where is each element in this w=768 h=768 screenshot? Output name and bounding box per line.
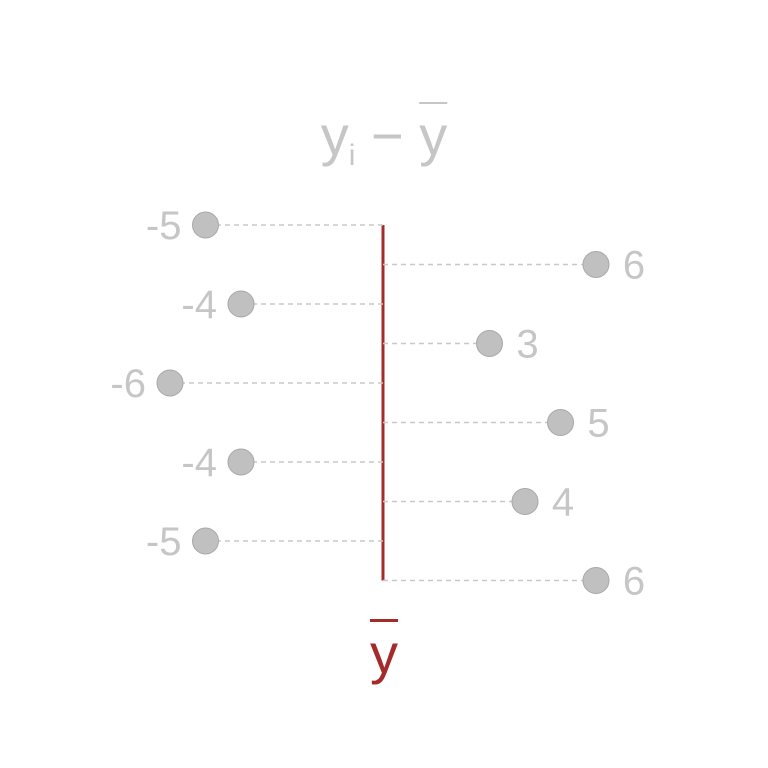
data-point: [582, 251, 610, 278]
data-point: [582, 567, 610, 594]
data-label: 4: [552, 481, 574, 525]
data-point: [156, 369, 184, 397]
mean-label: y: [370, 622, 398, 685]
title-y: y: [320, 104, 349, 167]
data-point: [227, 290, 255, 318]
data-point: [511, 488, 539, 515]
data-point: [192, 211, 219, 239]
data-label: 5: [587, 402, 609, 446]
data-label: -5: [146, 204, 182, 248]
data-label: 3: [516, 323, 538, 367]
data-point: [192, 527, 219, 555]
data-label: 6: [623, 244, 645, 288]
data-point: [476, 330, 503, 357]
data-label: 6: [623, 560, 645, 604]
data-label: -5: [146, 520, 182, 564]
title-minus: −: [370, 104, 404, 167]
chart-title: yi − y: [0, 108, 768, 171]
title-ybar: y: [419, 104, 448, 167]
data-point: [547, 409, 574, 436]
data-point: [227, 448, 255, 476]
data-label: -4: [181, 441, 217, 485]
data-label: -6: [110, 362, 146, 406]
title-subscript: i: [348, 139, 356, 172]
data-label: -4: [181, 283, 217, 327]
